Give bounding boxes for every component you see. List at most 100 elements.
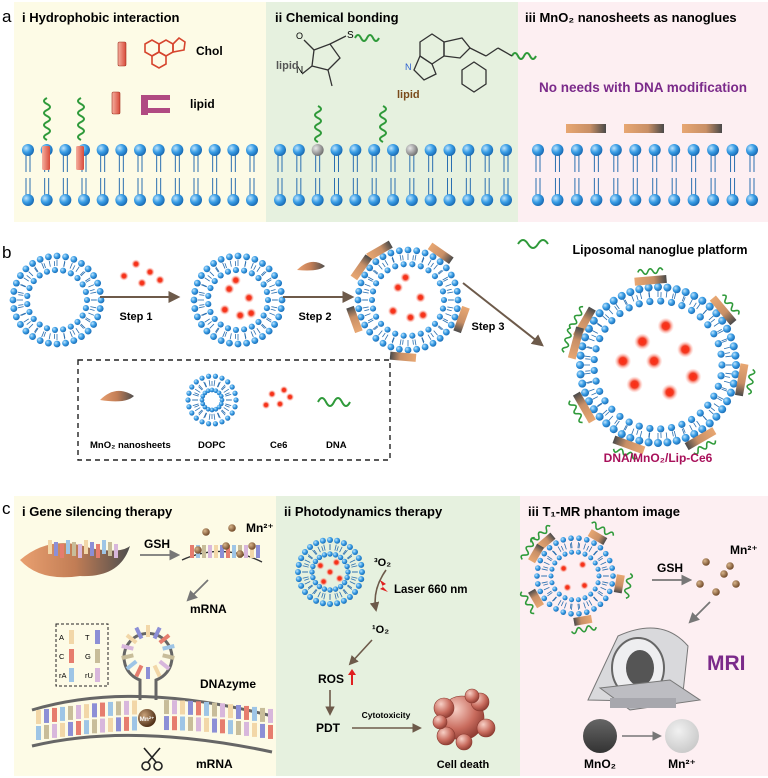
lipid-head [596, 387, 604, 395]
lipid-tail [216, 412, 220, 418]
lipid-head [578, 342, 587, 351]
lipid-head [369, 288, 377, 295]
laser-bolt-icon [380, 580, 388, 592]
lipid-tail [63, 261, 66, 267]
mno2-nanosheet [528, 588, 544, 609]
ce6-dot [578, 560, 587, 569]
step2-label: Step 2 [298, 311, 331, 323]
base-bar [202, 545, 206, 558]
lipid-tail [601, 583, 607, 586]
lipid-head [26, 284, 33, 292]
lipid-head [210, 260, 217, 267]
lipid-head [199, 375, 205, 381]
lipid-tail [551, 596, 557, 602]
ce6-dot [246, 308, 257, 319]
lipid-head [500, 144, 512, 156]
struct-n-label: N [296, 65, 303, 76]
lipid-head [576, 361, 584, 369]
lipid-head [710, 330, 718, 338]
mno2-nanosheet [734, 363, 749, 397]
lipid-tail [584, 355, 591, 358]
lipid-tail [223, 407, 230, 412]
lipid-tail [304, 578, 310, 581]
cell-bleb [476, 718, 496, 738]
struct-lipid-right-label: lipid [397, 89, 420, 101]
lipid-head [241, 267, 248, 274]
lipid-head [626, 433, 635, 442]
liposome-group [9, 240, 756, 460]
lipid-head [443, 194, 456, 206]
lipid-head [53, 252, 61, 260]
mrna-strand [31, 733, 273, 754]
lipid-tail [593, 550, 597, 556]
lipid-head [78, 333, 85, 340]
mn-ion-label-2: Mn²⁺ [730, 543, 758, 557]
lipid-tail [220, 384, 226, 390]
lipid-head [712, 309, 721, 318]
lipid-tail [343, 549, 348, 556]
lipid-tail [412, 255, 414, 261]
lipid-head [387, 249, 395, 257]
lipid-head [588, 591, 594, 597]
lipid-tail [689, 299, 693, 305]
helix-base [260, 707, 265, 722]
lipid-head [349, 194, 362, 206]
lipid-tail [266, 318, 272, 323]
lipid-head [592, 377, 600, 385]
lipid-tail [266, 279, 272, 283]
lipid-tail [362, 306, 369, 309]
lipid-head [718, 316, 727, 325]
ce6-dot [388, 306, 398, 316]
lipid-head [226, 339, 233, 347]
lipid-tail-icon [141, 95, 170, 115]
helix-base [180, 716, 185, 731]
loop-base [146, 667, 150, 679]
lipid-head [310, 563, 316, 570]
lipid-head [36, 321, 43, 328]
lipid-head [668, 194, 681, 206]
lipid-tail [72, 330, 76, 335]
lipid-tail [23, 318, 29, 323]
helix-base [204, 717, 209, 732]
lipid-head [134, 194, 146, 206]
helix-base [172, 716, 177, 731]
lipid-head [78, 194, 90, 206]
lipid-head [582, 551, 588, 557]
triplet-oxygen-label: ³O₂ [374, 557, 391, 569]
legend-dna-icon [317, 397, 351, 407]
helix-base [84, 704, 89, 719]
lipid-head [36, 255, 44, 263]
lipid-head [569, 549, 575, 555]
lipid-tail [543, 583, 549, 586]
lipid-head [553, 540, 559, 546]
lipid-tail [80, 271, 86, 277]
lipid-head [395, 345, 403, 353]
ce6-liposome-icon [295, 537, 365, 607]
lipid-head [431, 273, 439, 280]
membrane-bilayers [22, 34, 758, 206]
mno2-nanosheet [528, 543, 544, 564]
base-legend-swatch [69, 649, 74, 663]
lipid-head [726, 333, 735, 342]
lipid-head [208, 194, 221, 206]
lipid-tail [596, 322, 603, 327]
helix-base [180, 700, 185, 715]
lipid-tail [541, 581, 548, 584]
lipid-tail [614, 419, 618, 424]
lipid-head [246, 144, 258, 156]
lipid-head [255, 318, 262, 325]
lipid-head [644, 438, 653, 447]
lipid-head [668, 144, 681, 156]
lipid-head [625, 304, 633, 312]
lipid-tail [578, 543, 581, 549]
lipid-tail [260, 271, 265, 276]
lipid-head [227, 144, 240, 156]
lipid-tail [696, 303, 701, 310]
panel-a-i-title: i Hydrophobic interaction [22, 10, 180, 25]
lipid-head [551, 144, 564, 156]
mn-cofactor-label: Mn²⁺ [140, 716, 155, 723]
base-bar [114, 544, 118, 558]
lipid-head [217, 272, 224, 279]
base-bar [108, 542, 112, 556]
